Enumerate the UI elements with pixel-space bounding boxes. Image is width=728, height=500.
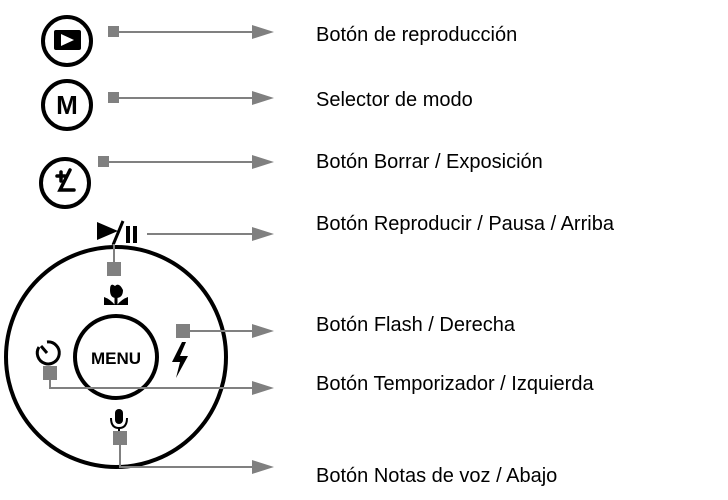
callout-marker: [113, 431, 127, 445]
macro-flower-icon: [104, 284, 128, 305]
mode-selector: M: [41, 79, 93, 131]
callout-marker: [176, 324, 190, 338]
callout-arrowhead: [252, 91, 274, 105]
label-flash-right: Botón Flash / Derecha: [316, 314, 515, 336]
play-pause-icon: [97, 220, 137, 246]
callout-arrowhead: [252, 25, 274, 39]
playback-button: [41, 15, 93, 67]
callout-arrowhead: [252, 460, 274, 474]
callout-marker: [107, 262, 121, 276]
callout-arrowhead: [252, 381, 274, 395]
callout-4: [107, 227, 274, 276]
callout-line: [49, 380, 254, 389]
label-delete-exposure: Botón Borrar / Exposición: [316, 151, 543, 173]
navigation-dial: MENU: [4, 220, 228, 469]
delete-exposure-button: [39, 157, 91, 209]
microphone-icon: [110, 409, 128, 434]
callout-3: [98, 155, 274, 169]
callout-arrowhead: [252, 227, 274, 241]
menu-button-ring: [73, 314, 159, 400]
menu-button: MENU: [91, 349, 141, 368]
callout-marker: [43, 366, 57, 380]
label-mode-selector: Selector de modo: [316, 89, 473, 111]
callout-line: [119, 445, 254, 468]
self-timer-icon: [35, 340, 61, 366]
delete-exposure-icon: [55, 168, 76, 192]
callout-6: [43, 366, 274, 395]
playback-icon: [54, 30, 81, 50]
callout-5: [176, 324, 274, 338]
label-playback-button: Botón de reproducción: [316, 24, 518, 46]
label-timer-left: Botón Temporizador / Izquierda: [316, 373, 594, 395]
mode-selector-circle: [41, 79, 93, 131]
callout-marker: [98, 156, 109, 167]
label-play-pause-up: Botón Reproducir / Pausa / Arriba: [316, 213, 614, 235]
label-voice-down: Botón Notas de voz / Abajo: [316, 465, 558, 487]
callout-arrowhead: [252, 324, 274, 338]
callout-1: [108, 25, 274, 39]
dial-outer-ring: [4, 245, 228, 469]
callout-arrowhead: [252, 155, 274, 169]
callout-7: [113, 431, 274, 474]
flash-icon: [172, 342, 188, 378]
callout-2: [108, 91, 274, 105]
mode-letter: M: [56, 90, 78, 120]
